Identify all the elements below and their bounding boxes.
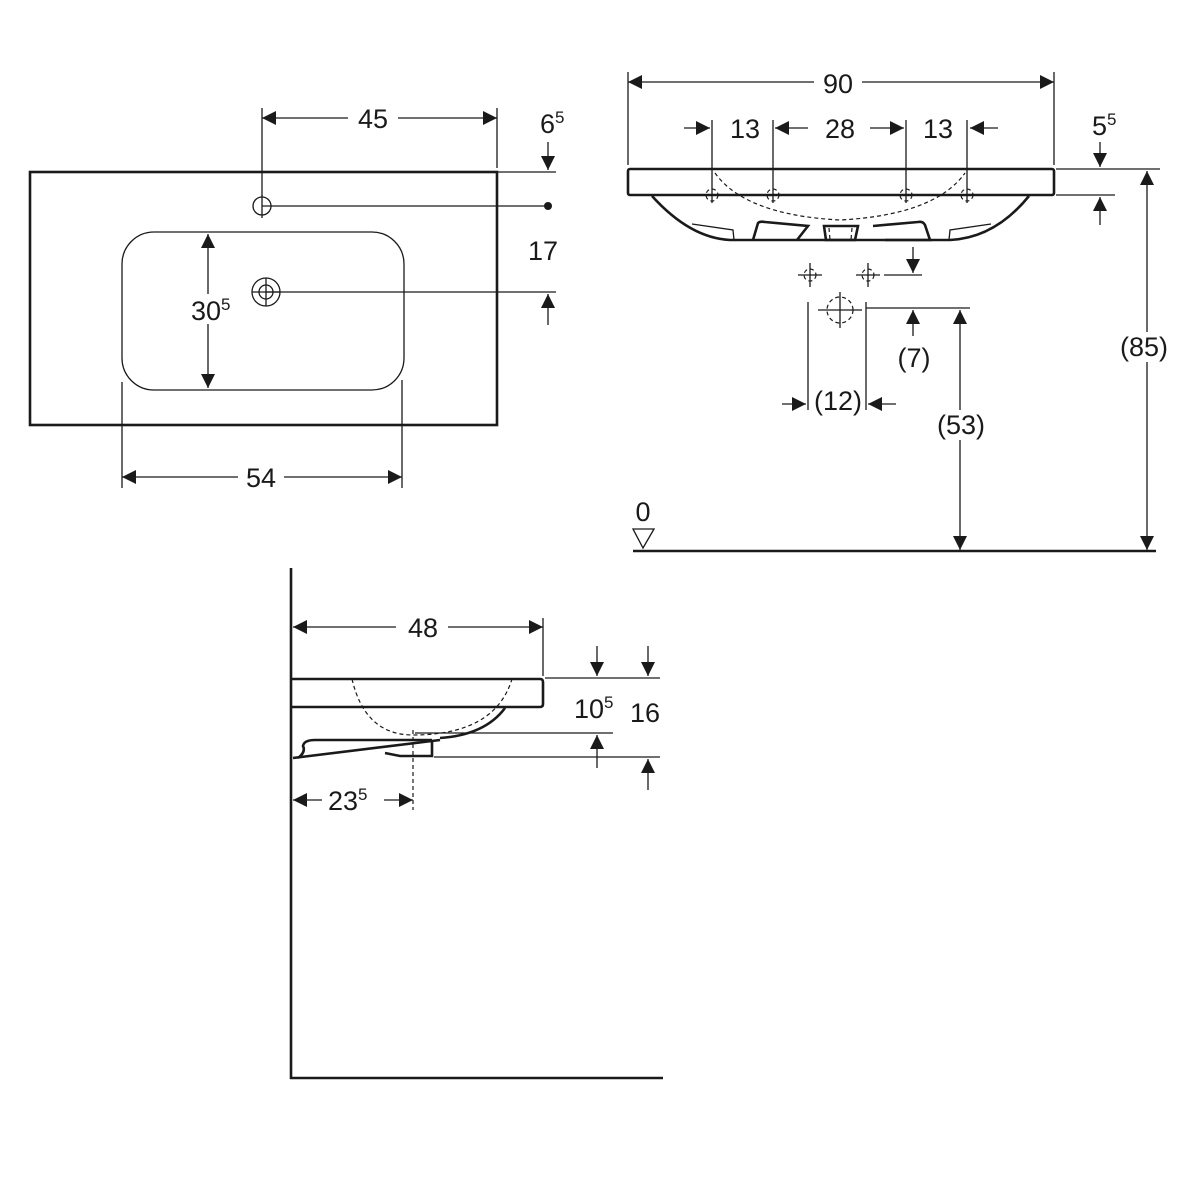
basin-outline [121, 231, 405, 391]
level-triangle-icon [631, 528, 656, 550]
washbasin-bowl-outline [651, 195, 1031, 242]
floor-level-label: 0 [635, 497, 650, 527]
dim-label-12: (12) [814, 386, 862, 416]
dim-label-45: 45 [358, 104, 388, 134]
waste-outlet-icon [818, 292, 862, 328]
top-view: 45 65 17 305 54 [28, 104, 565, 493]
tap-marker-dot [544, 202, 552, 210]
dim-label-17: 17 [528, 236, 558, 266]
dim-label-10-5: 105 [574, 693, 614, 724]
dim-label-16: 16 [630, 698, 660, 728]
dim-label-54: 54 [246, 463, 276, 493]
washbasin-rim [626, 167, 1056, 197]
dim-label-48: 48 [408, 613, 438, 643]
washbasin-side-outline [292, 677, 545, 709]
dim-label-6-5: 65 [540, 108, 565, 139]
dim-label-30-5: 305 [191, 295, 231, 326]
inner-bowl-hidden-line [714, 172, 966, 221]
dim-label-23-5: 235 [328, 785, 368, 816]
dim-label-28: 28 [825, 114, 855, 144]
dim-label-13-right: 13 [923, 114, 953, 144]
side-view: 48 105 16 235 [289, 568, 663, 1080]
dim-label-90: 90 [823, 69, 853, 99]
countertop-outline [28, 170, 499, 427]
dim-label-7: (7) [898, 343, 931, 373]
dim-label-13-left: 13 [730, 114, 760, 144]
dim-label-53: (53) [937, 410, 985, 440]
inner-bowl-hidden-line [351, 678, 513, 736]
waste-fitting-icon [856, 263, 880, 287]
dim-label-85: (85) [1120, 332, 1168, 362]
dim-label-5-5: 55 [1092, 110, 1117, 141]
front-view: 90 13 28 13 55 (7) (12) (53) [626, 68, 1176, 553]
waste-fitting-icon [798, 263, 822, 287]
